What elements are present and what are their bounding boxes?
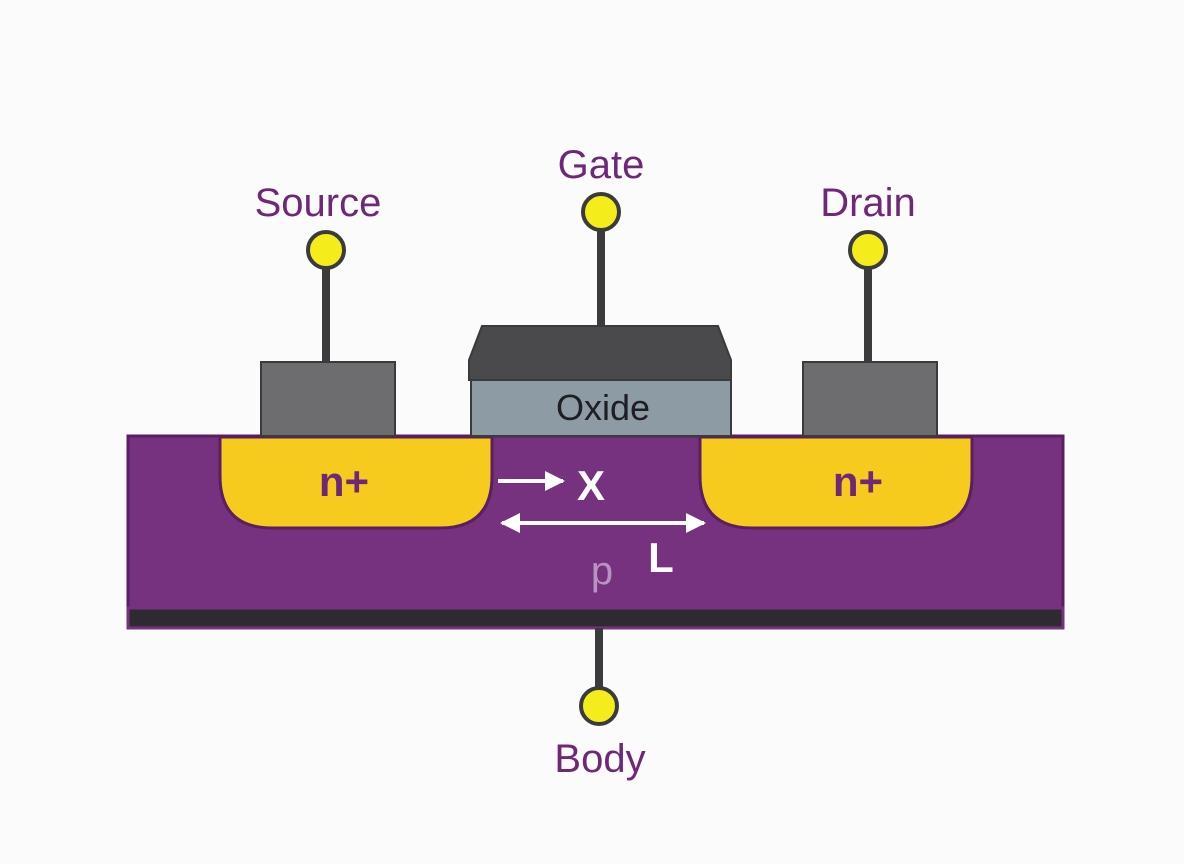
- gate-terminal-dot: [581, 192, 621, 232]
- gate-label: Gate: [558, 143, 645, 187]
- x-dimension-label: X: [577, 462, 605, 509]
- source-terminal-dot: [306, 230, 346, 270]
- body-label: Body: [554, 737, 645, 781]
- gate-electrode: [468, 325, 732, 381]
- source-n-plus-region: [218, 435, 494, 530]
- source-n-plus-label: n+: [319, 458, 369, 505]
- drain-n-plus-label: n+: [833, 458, 883, 505]
- drain-contact: [802, 361, 938, 437]
- source-label: Source: [255, 181, 382, 225]
- body-terminal-dot: [579, 686, 619, 726]
- body-contact-plate: [126, 606, 1065, 630]
- source-contact: [260, 361, 396, 437]
- drain-n-plus-region: [698, 435, 974, 530]
- drain-terminal-dot: [848, 230, 888, 270]
- oxide-label: Oxide: [556, 387, 650, 428]
- l-dimension-label: L: [648, 534, 674, 581]
- drain-label: Drain: [820, 181, 916, 225]
- p-substrate-label: p: [591, 549, 613, 593]
